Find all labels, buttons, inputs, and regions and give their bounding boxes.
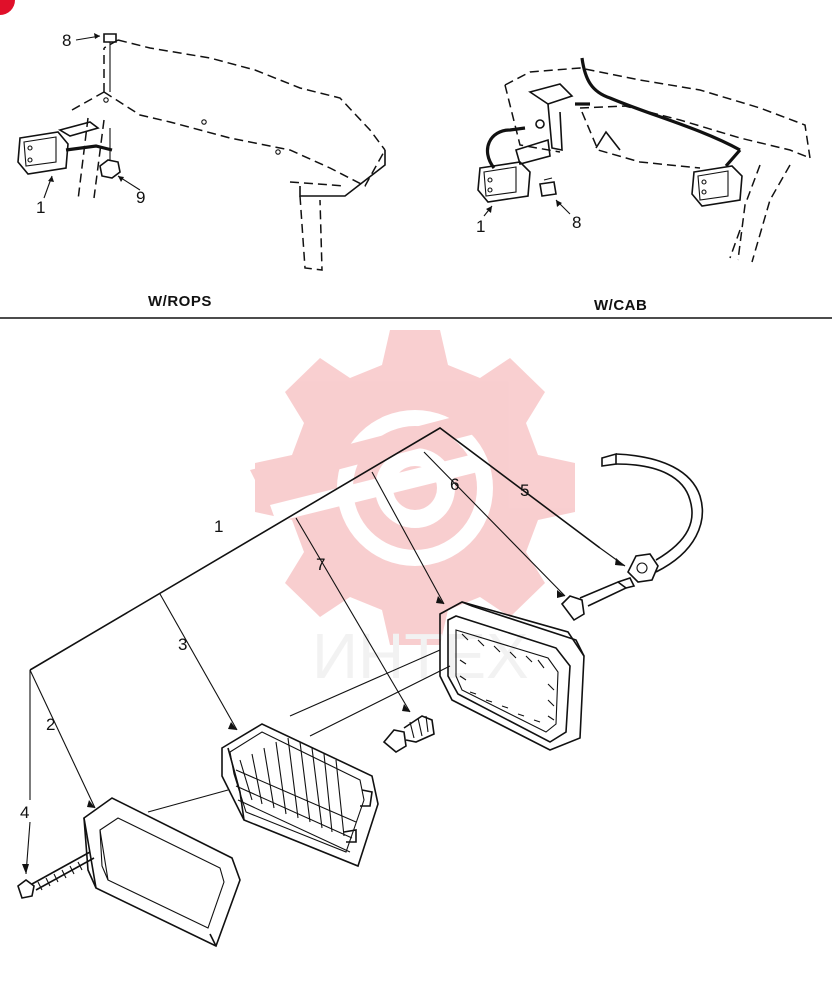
callout-mount-screw: 4: [20, 803, 29, 822]
wire-lead: [601, 452, 704, 583]
cab-lamp-left: [477, 161, 531, 203]
socket-plug: [560, 577, 636, 622]
callout-bezel: 2: [46, 715, 55, 734]
watermark-text: ИНТЕХ: [312, 620, 529, 692]
corner-marker-icon: [0, 0, 15, 15]
callout-screw: 8: [62, 31, 71, 50]
bezel: [83, 797, 241, 948]
callout-cab-lamp: 1: [476, 217, 485, 236]
caption-cab: W/CAB: [594, 297, 647, 314]
callout-cab-screw: 8: [572, 213, 581, 232]
callout-lamp: 1: [36, 198, 45, 217]
rops-lamp: [17, 131, 113, 175]
callout-lamp-unit: 3: [178, 635, 187, 654]
bulb: [382, 715, 435, 753]
callout-assembly: 1: [214, 517, 223, 536]
cab-view: 8 1: [476, 57, 811, 263]
lamp-unit: [221, 723, 379, 868]
exploded-view: 1 2 3 4 5 6 7: [17, 427, 704, 948]
caption-rops: W/ROPS: [148, 293, 212, 310]
callout-bulb: 7: [316, 555, 325, 574]
mount-screw: [17, 851, 95, 899]
callout-socket-plug: 6: [450, 475, 459, 494]
callout-wire-lead: 5: [520, 481, 529, 500]
callout-nut: 9: [136, 188, 145, 207]
rear-housing: [439, 601, 585, 751]
cab-lamp-right: [691, 148, 743, 207]
watermark: ИНТЕХ: [250, 330, 575, 692]
rops-view: 8 9 1: [17, 31, 386, 271]
